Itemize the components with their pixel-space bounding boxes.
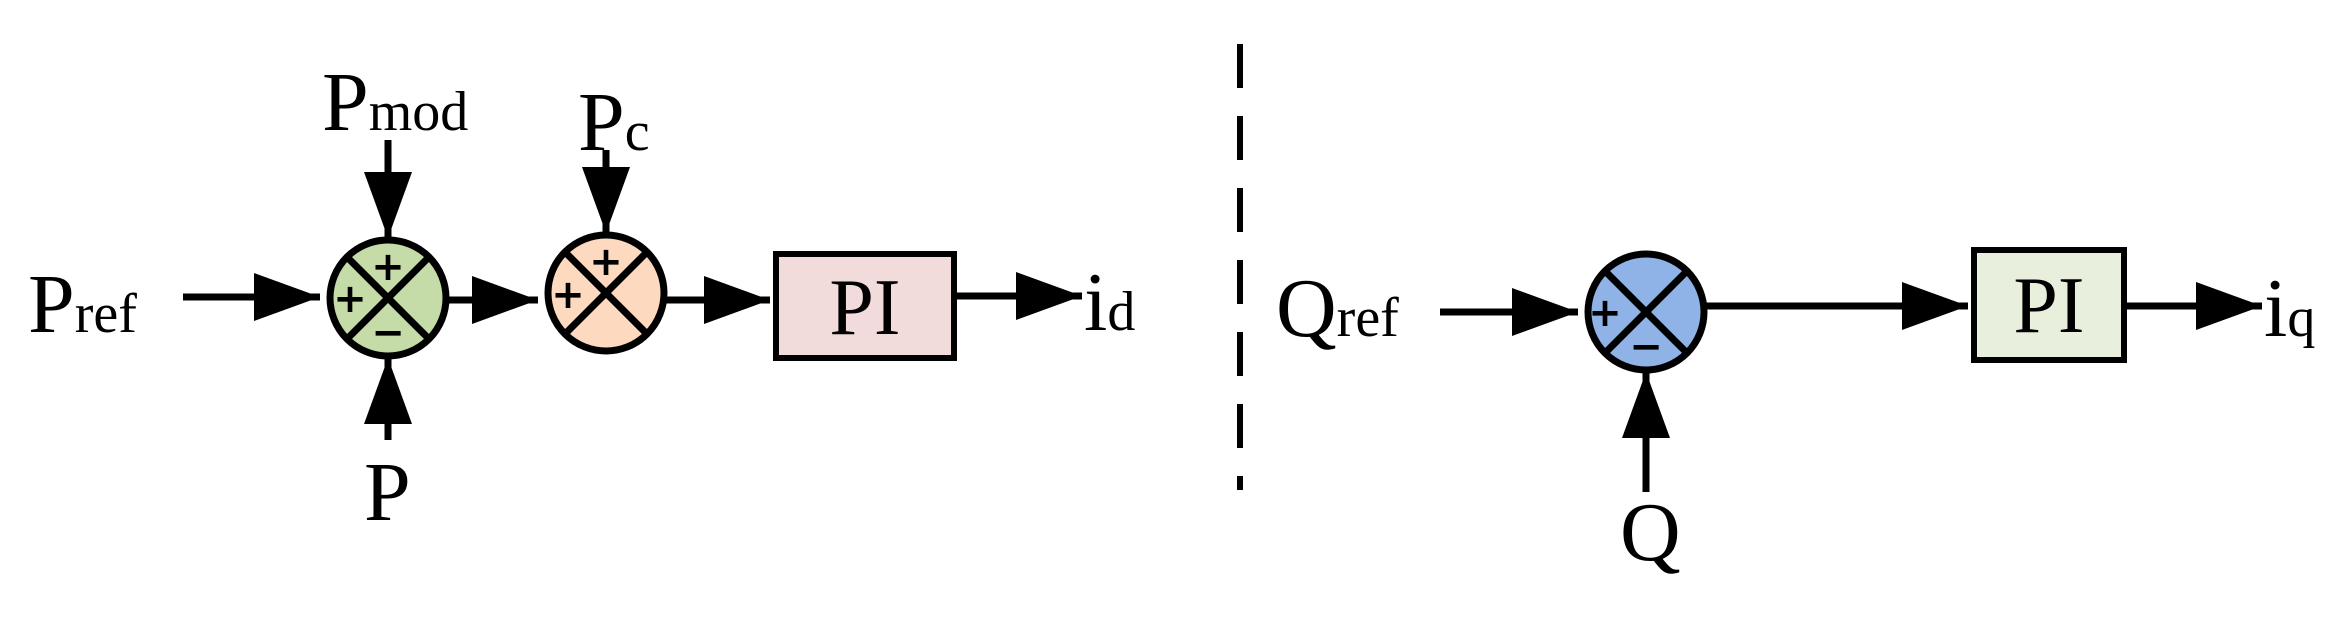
p-c-label: Pc [578,76,650,169]
sum1-sign-bottom: − [371,310,405,356]
q-ref-label: Qref [1276,262,1399,355]
pi-block-right: PI [1971,247,2127,363]
sum2-sign-left: + [551,272,585,318]
sum3-sign-left: + [1588,290,1622,336]
sum-junction-3: + − [1584,250,1708,374]
sum-junction-1: + + − [326,236,450,360]
p-label: P [364,446,411,539]
sum1-sign-top: + [371,244,405,290]
sum2-sign-top: + [589,239,623,285]
q-label: Q [1620,486,1681,579]
pi-block-right-label: PI [2013,262,2084,350]
pi-block-left-label: PI [829,264,900,352]
sum-junction-2: + + [544,231,668,355]
pi-block-left: PI [773,251,957,361]
i-d-label: id [1084,256,1135,349]
p-ref-label: Pref [28,258,137,351]
p-mod-label: Pmod [322,56,468,149]
sum3-sign-bottom: − [1629,324,1663,370]
sum1-sign-left: + [333,276,367,322]
i-q-label: iq [2264,262,2315,355]
